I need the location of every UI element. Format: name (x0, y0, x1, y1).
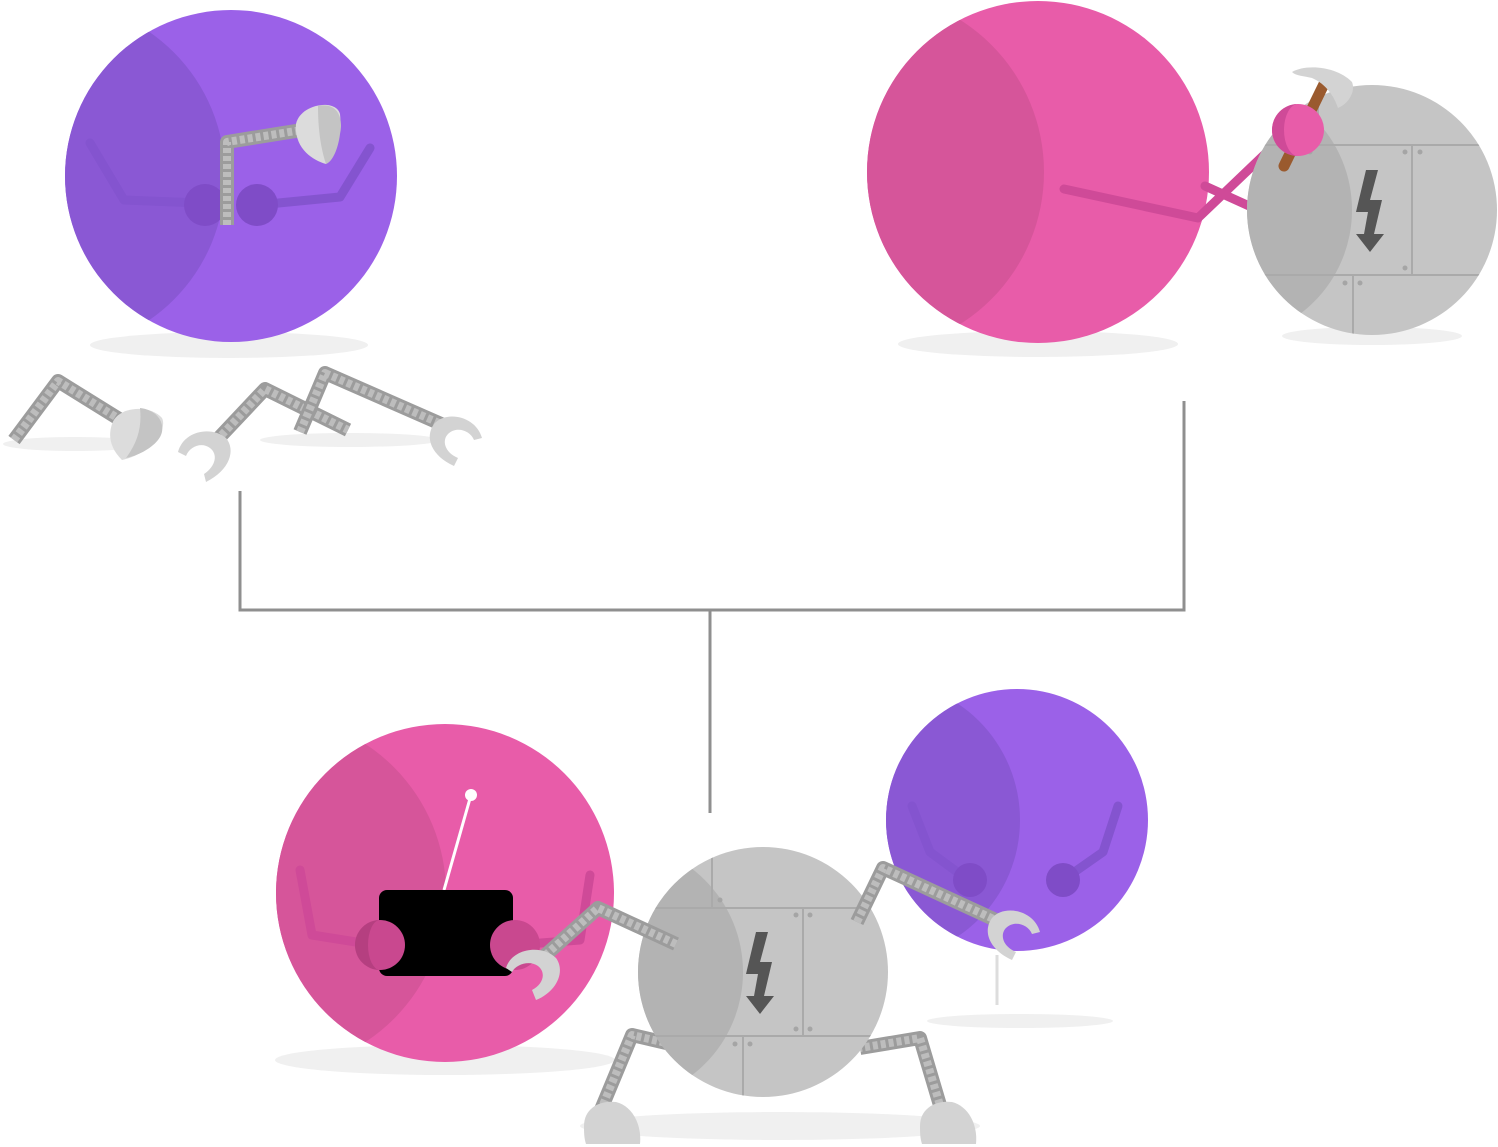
arm-with-wrench-claw-icon (178, 382, 352, 482)
left-foot-icon (584, 1101, 641, 1144)
robot-arms (506, 861, 1040, 1000)
mechanical-arm-icon (220, 104, 342, 225)
detached-robot-arms (8, 366, 482, 482)
arm-with-grabber-icon (8, 374, 164, 460)
wrench-claw-icon (987, 910, 1040, 960)
metal-robot-with-legs (506, 847, 1040, 1144)
lightning-bolt-icon (746, 932, 774, 1014)
purple-robot-ball (65, 10, 397, 342)
robot-legs (584, 1028, 977, 1144)
right-foot-icon (920, 1101, 977, 1144)
pink-ball-with-remote (276, 724, 614, 1062)
combination-connector (238, 401, 1186, 813)
remote-control-icon (379, 789, 513, 976)
hammer-icon (1272, 67, 1354, 172)
wrench-claw-icon (506, 949, 560, 1000)
pink-ball-with-hammer (867, 1, 1293, 343)
lightning-bolt-icon (1356, 170, 1384, 252)
arm-with-wrench-claw-icon (293, 366, 482, 466)
purple-ball-with-arms (886, 689, 1148, 1005)
